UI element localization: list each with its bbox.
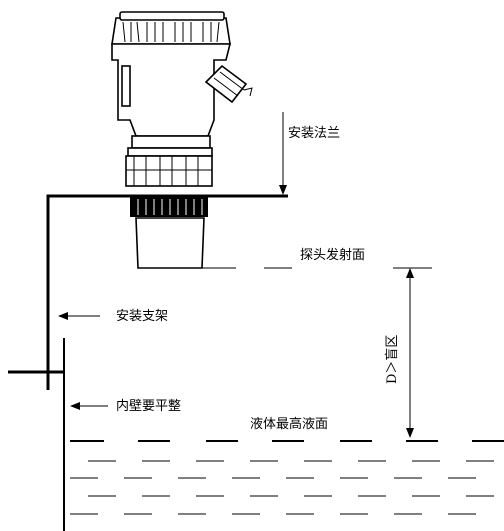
cable-gland bbox=[204, 64, 253, 104]
threaded-collar bbox=[130, 197, 208, 217]
probe-horn bbox=[135, 217, 205, 269]
emitting-surface-callout: 探头发射面 bbox=[140, 247, 365, 269]
flange-callout: 安装法兰 bbox=[279, 112, 340, 195]
max-level-label: 液体最高液面 bbox=[250, 416, 328, 432]
inner-wall-label: 内壁要平整 bbox=[116, 398, 181, 414]
distance-dimension: D＞盲区 bbox=[384, 267, 432, 438]
inner-wall-callout: 内壁要平整 bbox=[70, 398, 181, 414]
flange-bracket bbox=[46, 194, 288, 390]
tank-wall bbox=[8, 338, 65, 531]
bracket-callout: 安装支架 bbox=[58, 309, 168, 324]
flange-label: 安装法兰 bbox=[288, 126, 340, 141]
sensor-housing bbox=[111, 11, 253, 187]
liquid-surface-lines bbox=[70, 460, 494, 515]
bracket-label: 安装支架 bbox=[116, 309, 168, 324]
distance-label: D＞盲区 bbox=[384, 335, 400, 384]
emitting-surface-label: 探头发射面 bbox=[300, 247, 365, 263]
